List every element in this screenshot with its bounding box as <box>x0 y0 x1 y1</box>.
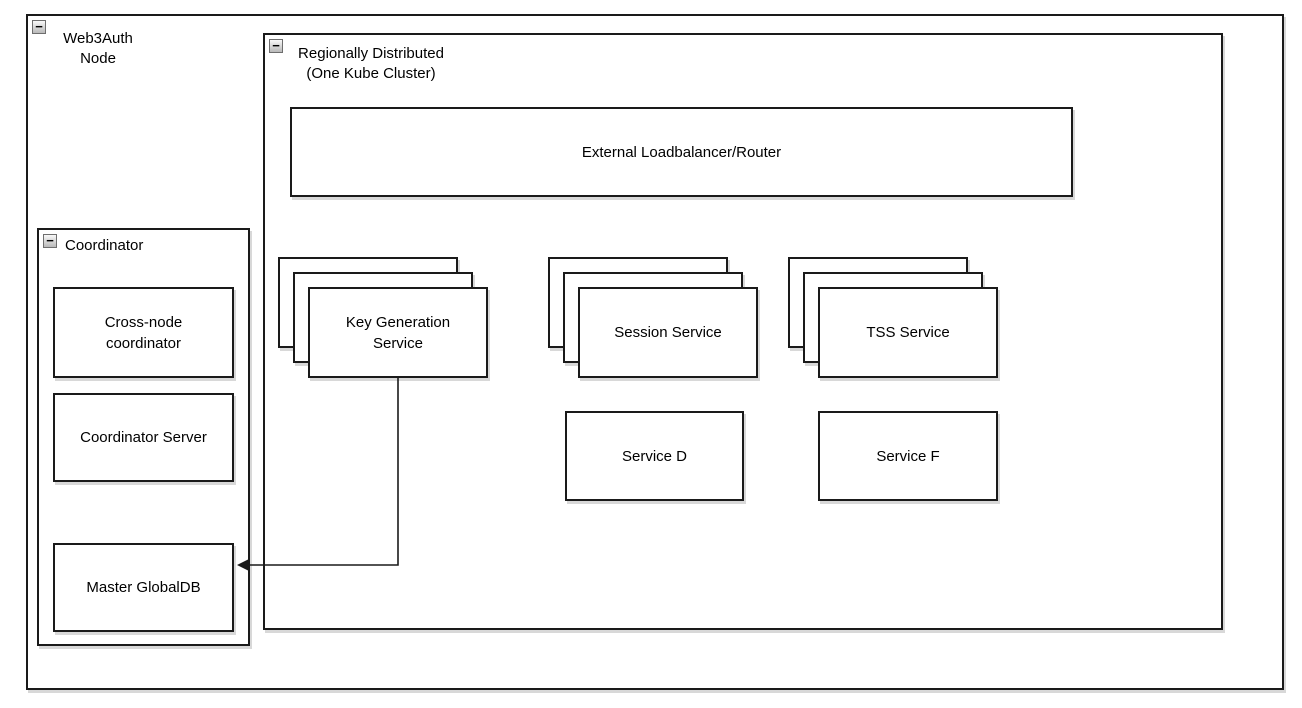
coordinator-container[interactable]: − Coordinator Cross-node coordinator Coo… <box>37 228 250 646</box>
key-generation-service-stack[interactable]: Key Generation Service <box>278 257 490 380</box>
session-service-box[interactable]: Session Service <box>578 287 758 378</box>
tss-service-stack[interactable]: TSS Service <box>788 257 1000 380</box>
master-globaldb-label: Master GlobalDB <box>86 579 201 596</box>
regionally-distributed-label-line2: (One Kube Cluster) <box>306 65 436 82</box>
coordinator-server-box[interactable]: Coordinator Server <box>53 393 234 482</box>
session-service-stack[interactable]: Session Service <box>548 257 760 380</box>
key-generation-service-box[interactable]: Key Generation Service <box>308 287 488 378</box>
cross-node-label-line2: coordinator <box>105 334 182 352</box>
web3auth-node-label: Web3Auth Node <box>46 29 150 69</box>
tss-service-label: TSS Service <box>866 324 950 341</box>
service-f-label: Service F <box>876 447 940 465</box>
web3auth-node-container[interactable]: − Web3Auth Node − Regionally Distributed… <box>26 14 1284 690</box>
key-generation-label-line1: Key Generation <box>345 313 451 331</box>
service-d-label: Service D <box>621 447 688 465</box>
cross-node-coordinator-label: Cross-node coordinator <box>55 289 232 376</box>
collapse-icon[interactable]: − <box>32 20 46 34</box>
web3auth-node-label-line2: Node <box>80 50 116 67</box>
coordinator-label: Coordinator <box>65 237 144 254</box>
service-f-box[interactable]: Service F <box>818 411 998 501</box>
master-globaldb-box[interactable]: Master GlobalDB <box>53 543 234 632</box>
session-service-label: Session Service <box>614 324 722 341</box>
service-d-box[interactable]: Service D <box>565 411 744 501</box>
cross-node-label-line1: Cross-node <box>104 313 183 331</box>
collapse-icon[interactable]: − <box>43 234 57 248</box>
regionally-distributed-label: Regionally Distributed (One Kube Cluster… <box>283 44 459 84</box>
collapse-icon[interactable]: − <box>269 39 283 53</box>
key-generation-label-line2: Service <box>372 334 423 352</box>
external-loadbalancer-label: External Loadbalancer/Router <box>581 143 782 161</box>
regionally-distributed-label-line1: Regionally Distributed <box>298 45 444 62</box>
coordinator-server-label: Coordinator Server <box>80 429 207 446</box>
tss-service-box[interactable]: TSS Service <box>818 287 998 378</box>
external-loadbalancer-box[interactable]: External Loadbalancer/Router <box>290 107 1073 197</box>
web3auth-node-label-line1: Web3Auth <box>63 30 133 47</box>
regionally-distributed-container[interactable]: − Regionally Distributed (One Kube Clust… <box>263 33 1223 630</box>
cross-node-coordinator-box[interactable]: Cross-node coordinator <box>53 287 234 378</box>
key-generation-service-label: Key Generation Service <box>310 289 486 376</box>
